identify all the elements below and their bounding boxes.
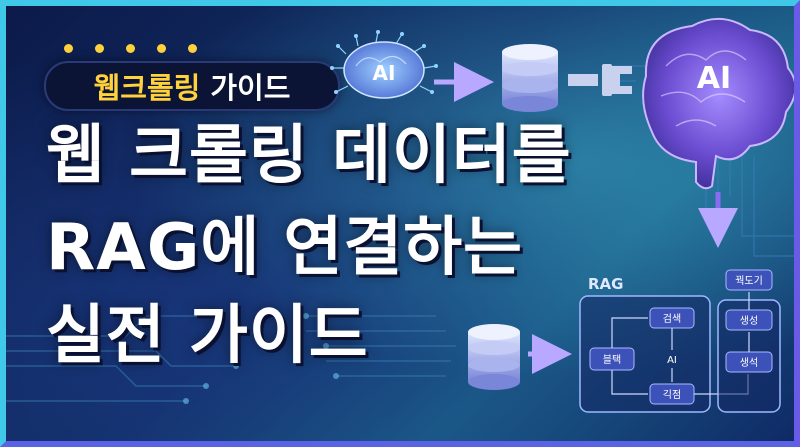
dot [126,44,135,53]
dot [188,44,197,53]
generation-column: 꿕도기 생성 생석 [717,269,781,413]
node-block: 블택 [603,354,621,366]
sparkle-dots [64,44,197,53]
dot [64,44,73,53]
headline-line-3: 실전 가이드 [46,299,369,373]
database-icon-bottom [468,324,520,390]
node-top: 꿕도기 [735,275,763,287]
database-icon [502,44,558,112]
badge-highlight: 웹크롤링 [93,71,201,105]
badge-text: 가이드 [210,71,291,105]
node-merge: 긱점 [663,389,681,401]
pipe-connector-icon [568,64,632,96]
node-ai: AI [667,355,677,366]
dot [157,44,166,53]
headline-line-2: RAG에 연결하는 [46,211,524,285]
brain-small-label: AI [373,61,396,85]
pipeline-illustration: AI AI [330,17,794,413]
brain-chip-icon: AI [330,30,438,99]
brain-large-label: AI [697,61,731,96]
category-badge: 웹크롤링 가이드 [44,61,340,111]
rag-diagram: RAG 검색 블택 AI 긱점 [579,275,749,413]
dot [95,44,104,53]
rag-title: RAG [588,275,623,293]
headline-line-1: 웹 크롤링 데이터를 [46,119,572,193]
node-gen-1: 생성 [740,315,758,327]
ai-brain-icon: AI [642,17,794,190]
node-gen-2: 생석 [740,357,758,369]
node-search: 검색 [663,313,681,325]
